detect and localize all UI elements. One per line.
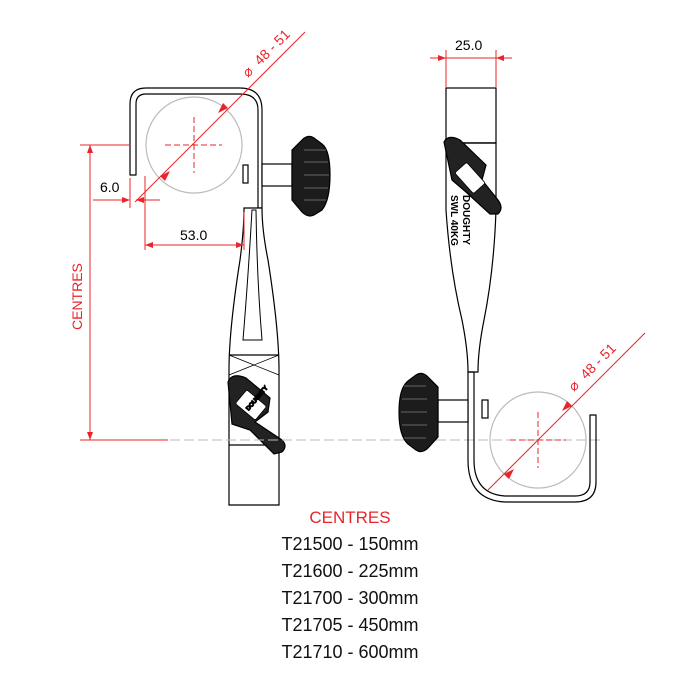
- side-diameter-value: 48 - 51: [577, 340, 619, 382]
- front-dimensions: [80, 31, 306, 441]
- side-diameter-label: ⌀: [565, 377, 582, 394]
- clamp-rating-text: SWL 40KG: [448, 195, 459, 246]
- legend-row: T21705 - 450mm: [281, 615, 419, 635]
- side-stud: [481, 399, 489, 419]
- front-knob: [291, 135, 331, 217]
- front-view: DOUGHTY: [129, 87, 331, 506]
- side-shaft: [437, 399, 469, 423]
- side-dimensions: [430, 50, 646, 491]
- side-view: [398, 87, 597, 503]
- legend-row: T21600 - 225mm: [281, 561, 419, 581]
- front-body: [228, 207, 280, 506]
- side-hook: [467, 371, 597, 503]
- legend-title: CENTRES: [309, 508, 391, 527]
- reach-dimension-label: 53.0: [180, 227, 207, 243]
- centres-vertical-label: CENTRES: [69, 263, 85, 330]
- front-lower-clamp: DOUGHTY: [227, 375, 286, 455]
- legend-row: T21700 - 300mm: [281, 588, 419, 608]
- side-upper-block: [445, 87, 497, 144]
- front-shaft: [261, 163, 293, 187]
- width-dimension-label: 25.0: [455, 37, 482, 53]
- legend-row: T21710 - 600mm: [281, 642, 419, 662]
- side-tube-outline: [489, 391, 587, 489]
- front-diameter-value: 48 - 51: [251, 26, 293, 68]
- side-upper-clamp: [443, 136, 502, 215]
- offset-dimension-label: 6.0: [100, 179, 120, 195]
- front-stud: [242, 164, 249, 184]
- centres-legend: CENTRES T21500 - 150mm T21600 - 225mm T2…: [0, 504, 700, 666]
- front-diameter-label: ⌀: [239, 63, 256, 80]
- clamp-brand-text: DOUGHTY: [460, 195, 471, 245]
- front-tube-outline: [145, 96, 243, 194]
- legend-row: T21500 - 150mm: [281, 534, 419, 554]
